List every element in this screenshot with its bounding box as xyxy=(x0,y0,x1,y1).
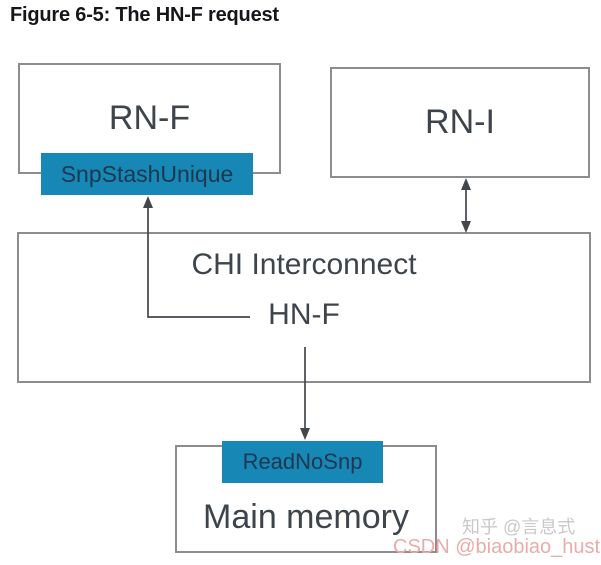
arrow-rni-chi-bidirectional-icon xyxy=(461,178,471,233)
node-hnf-label: HN-F xyxy=(268,298,340,331)
node-chi-interconnect: CHI Interconnect HN-F xyxy=(17,232,591,383)
message-snpstashunique-label: SnpStashUnique xyxy=(60,160,234,187)
message-readnosnp: ReadNoSnp xyxy=(222,441,383,483)
message-snpstashunique: SnpStashUnique xyxy=(41,153,253,195)
message-readnosnp-label: ReadNoSnp xyxy=(242,449,363,474)
node-rnf-label: RN-F xyxy=(108,99,191,137)
watermark-zhihu: 知乎 @言息式 xyxy=(462,517,576,537)
node-main-memory-label: Main memory xyxy=(203,498,409,536)
watermark-csdn: CSDN @biaobiao_hust xyxy=(393,536,601,558)
node-rni-label: RN-I xyxy=(425,103,495,141)
figure-title: Figure 6-5: The HN-F request xyxy=(10,4,279,26)
node-rni: RN-I xyxy=(330,67,590,178)
node-chi-label: CHI Interconnect xyxy=(191,248,417,281)
